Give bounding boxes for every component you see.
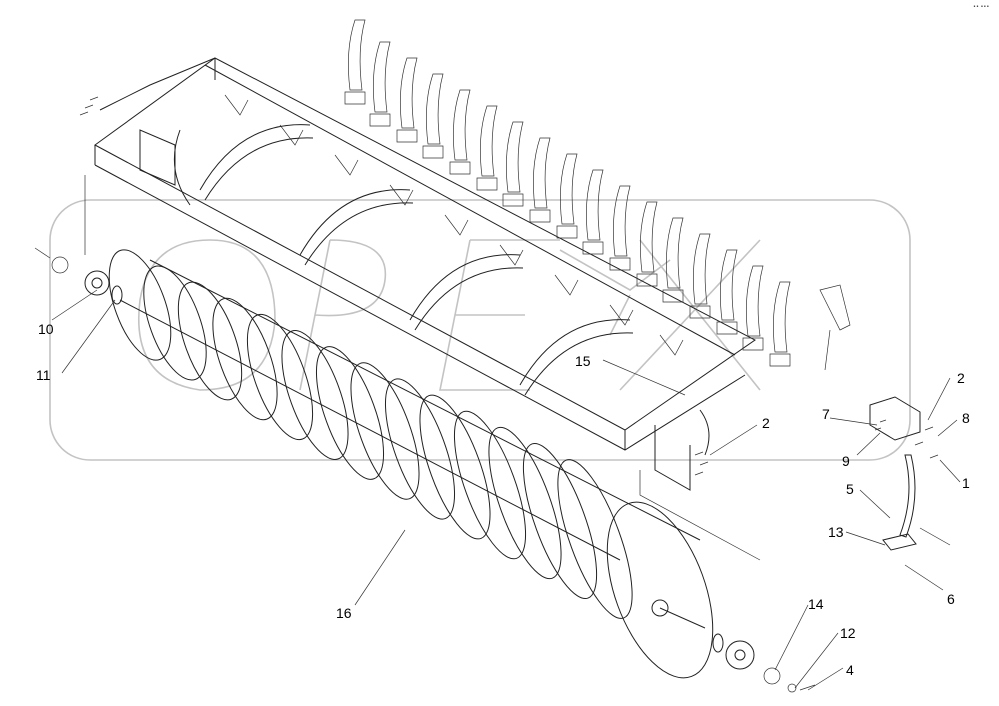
left-bearing [34, 247, 123, 305]
callout-2-right: 2 [957, 370, 965, 386]
callout-14: 15 [575, 353, 591, 369]
watermark-logo [49, 199, 911, 461]
callout-11: 12 [840, 625, 856, 641]
callout-2-left: 2 [762, 415, 770, 431]
bolts [79, 96, 939, 476]
right-bearing [712, 633, 816, 693]
callout-1: 1 [962, 475, 970, 491]
callout-6: 7 [822, 406, 830, 422]
packer-roller [108, 249, 714, 679]
callout-4: 5 [846, 481, 854, 497]
callout-labels: 10 11 15 2 16 2 7 8 9 1 5 13 6 14 12 4 [36, 321, 970, 678]
leader-lines [51, 289, 961, 691]
callout-9: 10 [38, 321, 54, 337]
spring-tines [344, 19, 791, 367]
callout-5: 6 [947, 591, 955, 607]
callout-7: 8 [962, 410, 970, 426]
corner-mark: •• ••• [973, 4, 989, 10]
callout-10: 11 [36, 367, 51, 383]
callout-12: 13 [828, 524, 844, 540]
callout-15: 16 [336, 605, 352, 621]
frame [84, 57, 761, 561]
callout-8: 9 [842, 453, 850, 469]
callout-3: 4 [846, 662, 854, 678]
callout-13: 14 [808, 596, 824, 612]
tine-bracket-assembly [819, 284, 921, 551]
